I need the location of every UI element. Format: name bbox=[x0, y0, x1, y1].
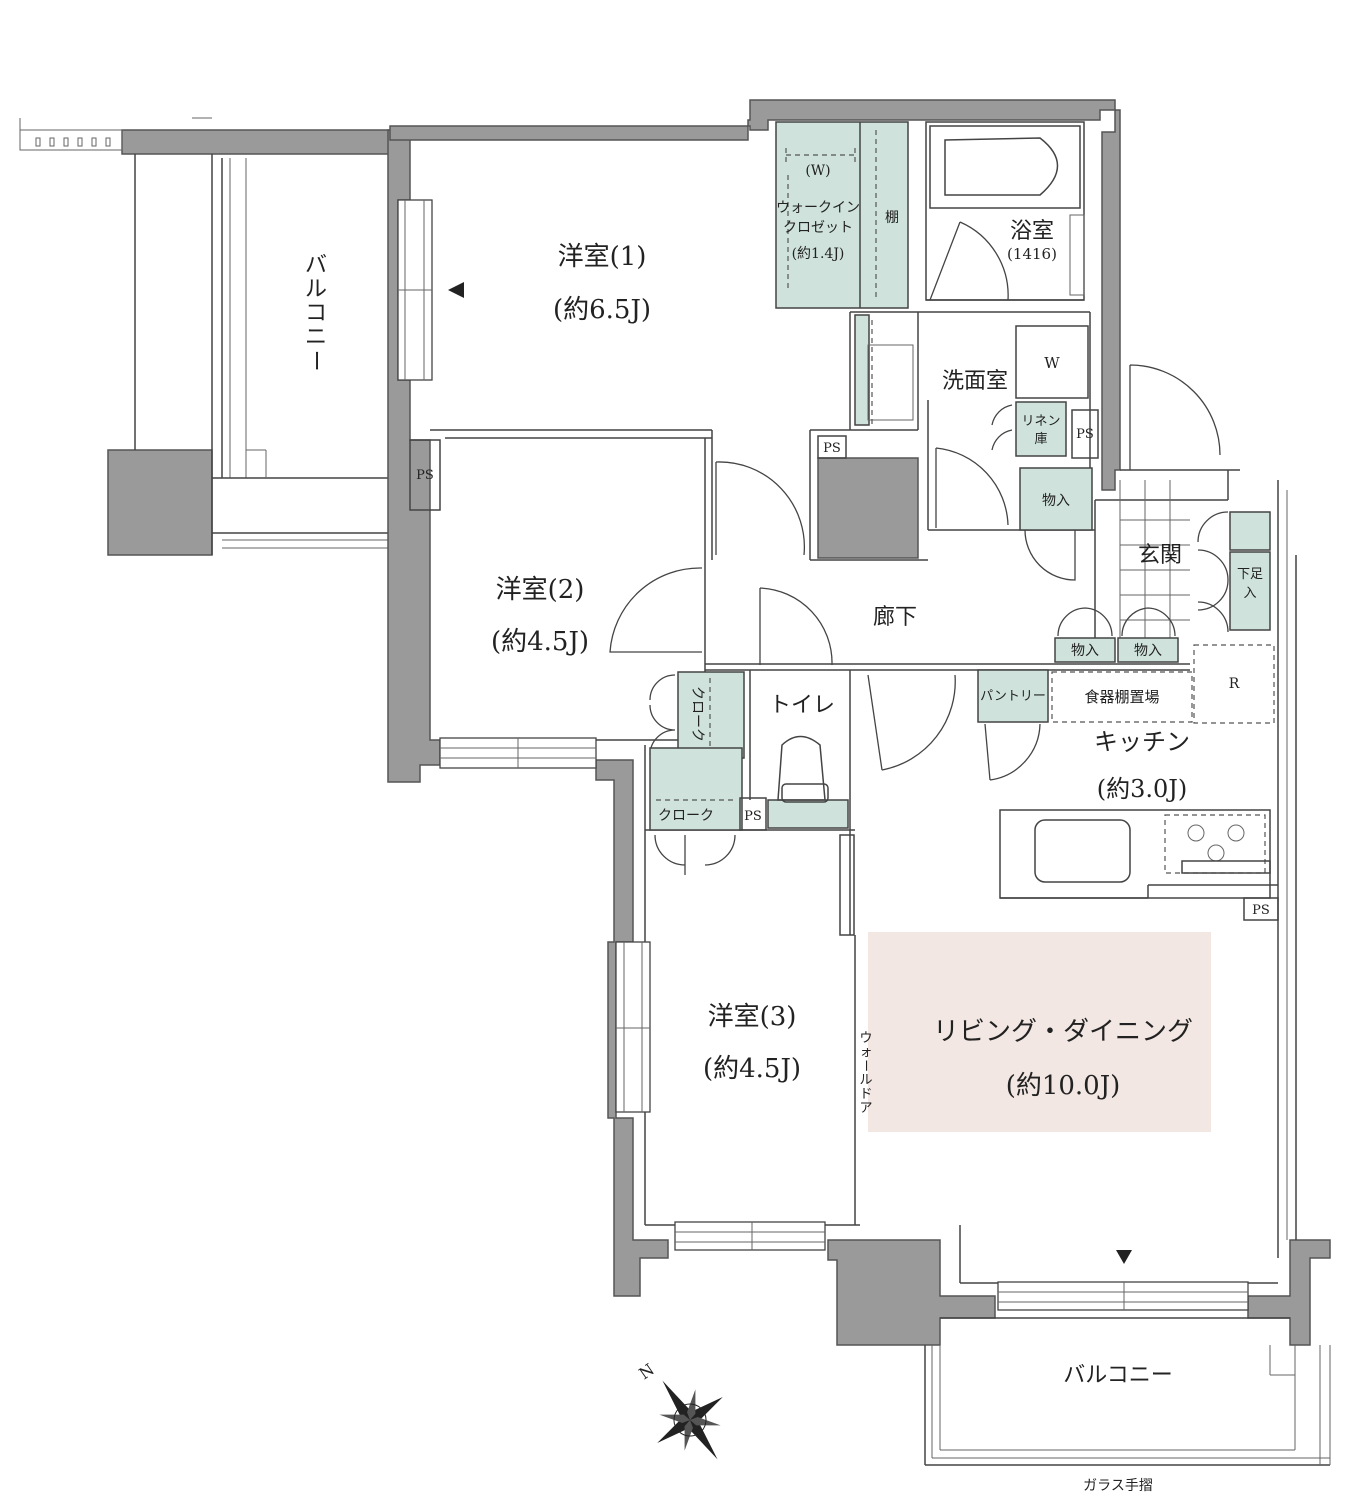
closets bbox=[649, 671, 767, 875]
bedroom-2-window bbox=[439, 737, 597, 769]
linen-label-1: リネン bbox=[1021, 414, 1060, 429]
wic-size: (約1.4J) bbox=[792, 246, 845, 262]
shoe-label-2: 入 bbox=[1243, 586, 1256, 601]
bedroom-3-size: (約4.5J) bbox=[703, 1054, 801, 1084]
wall-door-label-char: ー bbox=[858, 1059, 873, 1072]
west-balcony-label-char: コ bbox=[305, 301, 327, 326]
closet-2-label: クローク bbox=[689, 686, 705, 742]
toilet bbox=[767, 735, 849, 829]
ps-shaft-label: PS bbox=[823, 441, 841, 456]
west-balcony-label-char: ニ bbox=[305, 325, 327, 350]
ps-bedroom-2-label: PS bbox=[416, 468, 434, 483]
wic-label-1: ウォークイン bbox=[776, 200, 860, 216]
ps-washroom: PS bbox=[1076, 427, 1094, 442]
bath-label: 浴室 bbox=[1010, 219, 1054, 244]
ps-bedroom-2 bbox=[409, 439, 441, 511]
wall-door-label-char: ア bbox=[859, 1101, 872, 1116]
washroom-label: 洗面室 bbox=[942, 369, 1008, 394]
washer-label: W bbox=[1044, 354, 1060, 372]
wall-door-label-char: ド bbox=[859, 1087, 872, 1102]
compass-icon bbox=[657, 1380, 723, 1460]
fridge-label: R bbox=[1229, 676, 1240, 692]
living-label: リビング・ダイニング bbox=[933, 1017, 1193, 1047]
bedroom-1-label: 洋室(1) bbox=[558, 242, 647, 272]
toilet-label: トイレ bbox=[769, 693, 835, 718]
entrance bbox=[1054, 364, 1271, 663]
pantry-label: パントリー bbox=[980, 689, 1046, 704]
west-balcony bbox=[19, 117, 391, 556]
glass-railing-label: ガラス手摺 bbox=[1083, 1478, 1153, 1494]
entrance-label: 玄関 bbox=[1138, 543, 1182, 568]
hallway-doors bbox=[609, 461, 956, 771]
bath-size: (1416) bbox=[1007, 245, 1057, 263]
west-balcony-label: バルコニー bbox=[303, 253, 328, 372]
living-dining-area bbox=[868, 932, 1211, 1132]
bedroom-3-windows bbox=[615, 941, 826, 1251]
bathroom bbox=[925, 121, 1085, 301]
bedroom-2-label: 洋室(2) bbox=[496, 575, 585, 605]
bedroom-3-label: 洋室(3) bbox=[708, 1002, 797, 1032]
wic-label-2: クロゼット bbox=[783, 220, 853, 236]
north-label: N bbox=[635, 1360, 657, 1384]
wic-hanger: (W) bbox=[805, 163, 830, 179]
living-size: (約10.0J) bbox=[1006, 1071, 1121, 1101]
living-window bbox=[997, 1250, 1249, 1311]
bedroom-2-size: (約4.5J) bbox=[491, 627, 589, 657]
bedroom-1-size: (約6.5J) bbox=[553, 295, 651, 325]
storage-entrance-1: 物入 bbox=[1071, 643, 1099, 659]
storage-washroom: 物入 bbox=[1042, 493, 1070, 509]
walk-in-closet bbox=[775, 121, 909, 309]
wall-door-label-char: ル bbox=[859, 1073, 872, 1088]
washroom bbox=[854, 314, 1099, 581]
west-balcony-label-char: ー bbox=[303, 350, 328, 372]
south-balcony-label: バルコニー bbox=[1063, 1363, 1173, 1388]
ps-kitchen-label: PS bbox=[1252, 903, 1270, 918]
closet-3-label: クローク bbox=[658, 808, 714, 824]
west-balcony-label-char: バ bbox=[305, 253, 327, 278]
wic-shelf: 棚 bbox=[885, 210, 899, 226]
west-balcony-label-char: ル bbox=[305, 277, 327, 302]
kitchen-label: キッチン bbox=[1094, 728, 1190, 756]
linen-label-2: 庫 bbox=[1034, 432, 1047, 447]
kitchen-size: (約3.0J) bbox=[1097, 775, 1188, 803]
storage-entrance-2: 物入 bbox=[1134, 643, 1162, 659]
hallway-label: 廊下 bbox=[873, 605, 917, 630]
wall-door-track bbox=[839, 834, 855, 936]
wall-door-label-char: ォ bbox=[859, 1045, 872, 1060]
shoe-label-1: 下足 bbox=[1237, 567, 1263, 582]
ps-toilet-label: PS bbox=[744, 809, 762, 824]
south-balcony bbox=[924, 1317, 1331, 1466]
dish-shelf-label: 食器棚置場 bbox=[1084, 688, 1159, 706]
wall-door-label-char: ウ bbox=[859, 1031, 872, 1046]
exterior-walls bbox=[387, 99, 1331, 1346]
bedroom-1-window bbox=[397, 199, 464, 381]
ps-shaft bbox=[817, 457, 919, 559]
kitchen bbox=[977, 644, 1279, 921]
